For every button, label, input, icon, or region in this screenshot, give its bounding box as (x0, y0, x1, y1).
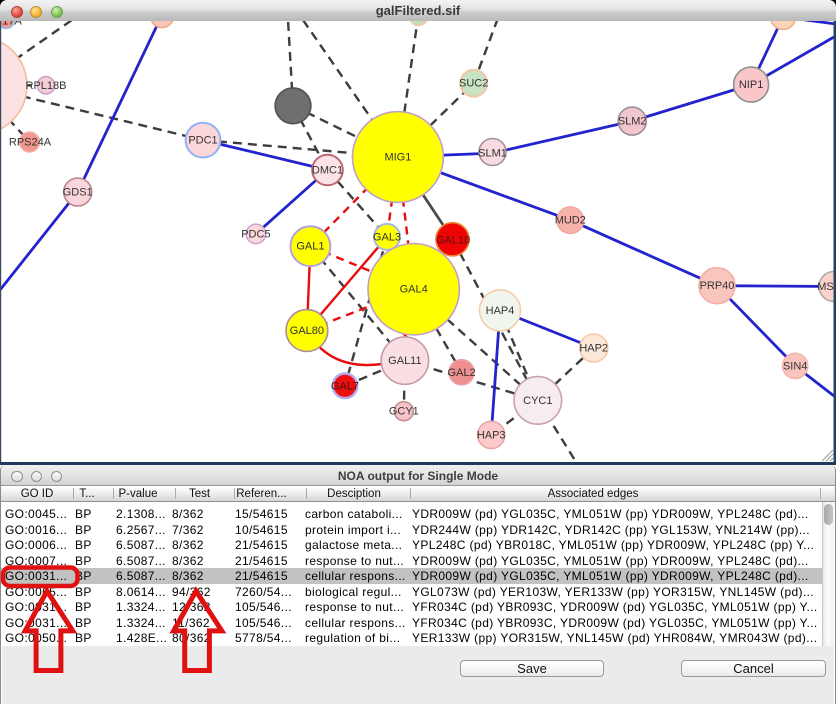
svg-text:GAL10: GAL10 (436, 234, 470, 246)
svg-text:GAL4: GAL4 (400, 284, 428, 296)
svg-text:GAL80: GAL80 (290, 325, 324, 337)
svg-text:PDC1: PDC1 (188, 135, 217, 147)
svg-text:MIG1: MIG1 (384, 152, 411, 164)
svg-text:NIP1: NIP1 (739, 79, 763, 91)
svg-text:RPS24A: RPS24A (9, 137, 52, 149)
svg-text:GCY1: GCY1 (389, 406, 419, 418)
svg-text:HAP4: HAP4 (486, 305, 515, 317)
svg-text:SLM1: SLM1 (478, 148, 507, 160)
svg-text:GDS1: GDS1 (63, 187, 93, 199)
svg-text:GAL7: GAL7 (331, 380, 359, 392)
svg-text:PDC5: PDC5 (241, 228, 270, 240)
svg-text:SLM2: SLM2 (618, 116, 647, 128)
svg-text:HAP2: HAP2 (579, 343, 608, 355)
svg-text:DMC1: DMC1 (312, 165, 343, 177)
svg-text:GAL11: GAL11 (388, 355, 421, 367)
svg-text:MSI: MSI (817, 281, 836, 293)
svg-text:SIN4: SIN4 (783, 360, 807, 372)
svg-text:SUC2: SUC2 (459, 78, 488, 90)
svg-text:17A: 17A (2, 21, 22, 28)
svg-text:PRP40: PRP40 (700, 280, 735, 292)
svg-text:GAL2: GAL2 (448, 367, 476, 379)
svg-text:GAL1: GAL1 (296, 241, 324, 253)
svg-text:GAL3: GAL3 (373, 231, 401, 243)
svg-text:CYC1: CYC1 (523, 395, 552, 407)
svg-text:MUD2: MUD2 (555, 215, 586, 227)
svg-text:HAP3: HAP3 (477, 429, 506, 441)
svg-text:RPL18B: RPL18B (26, 80, 67, 92)
